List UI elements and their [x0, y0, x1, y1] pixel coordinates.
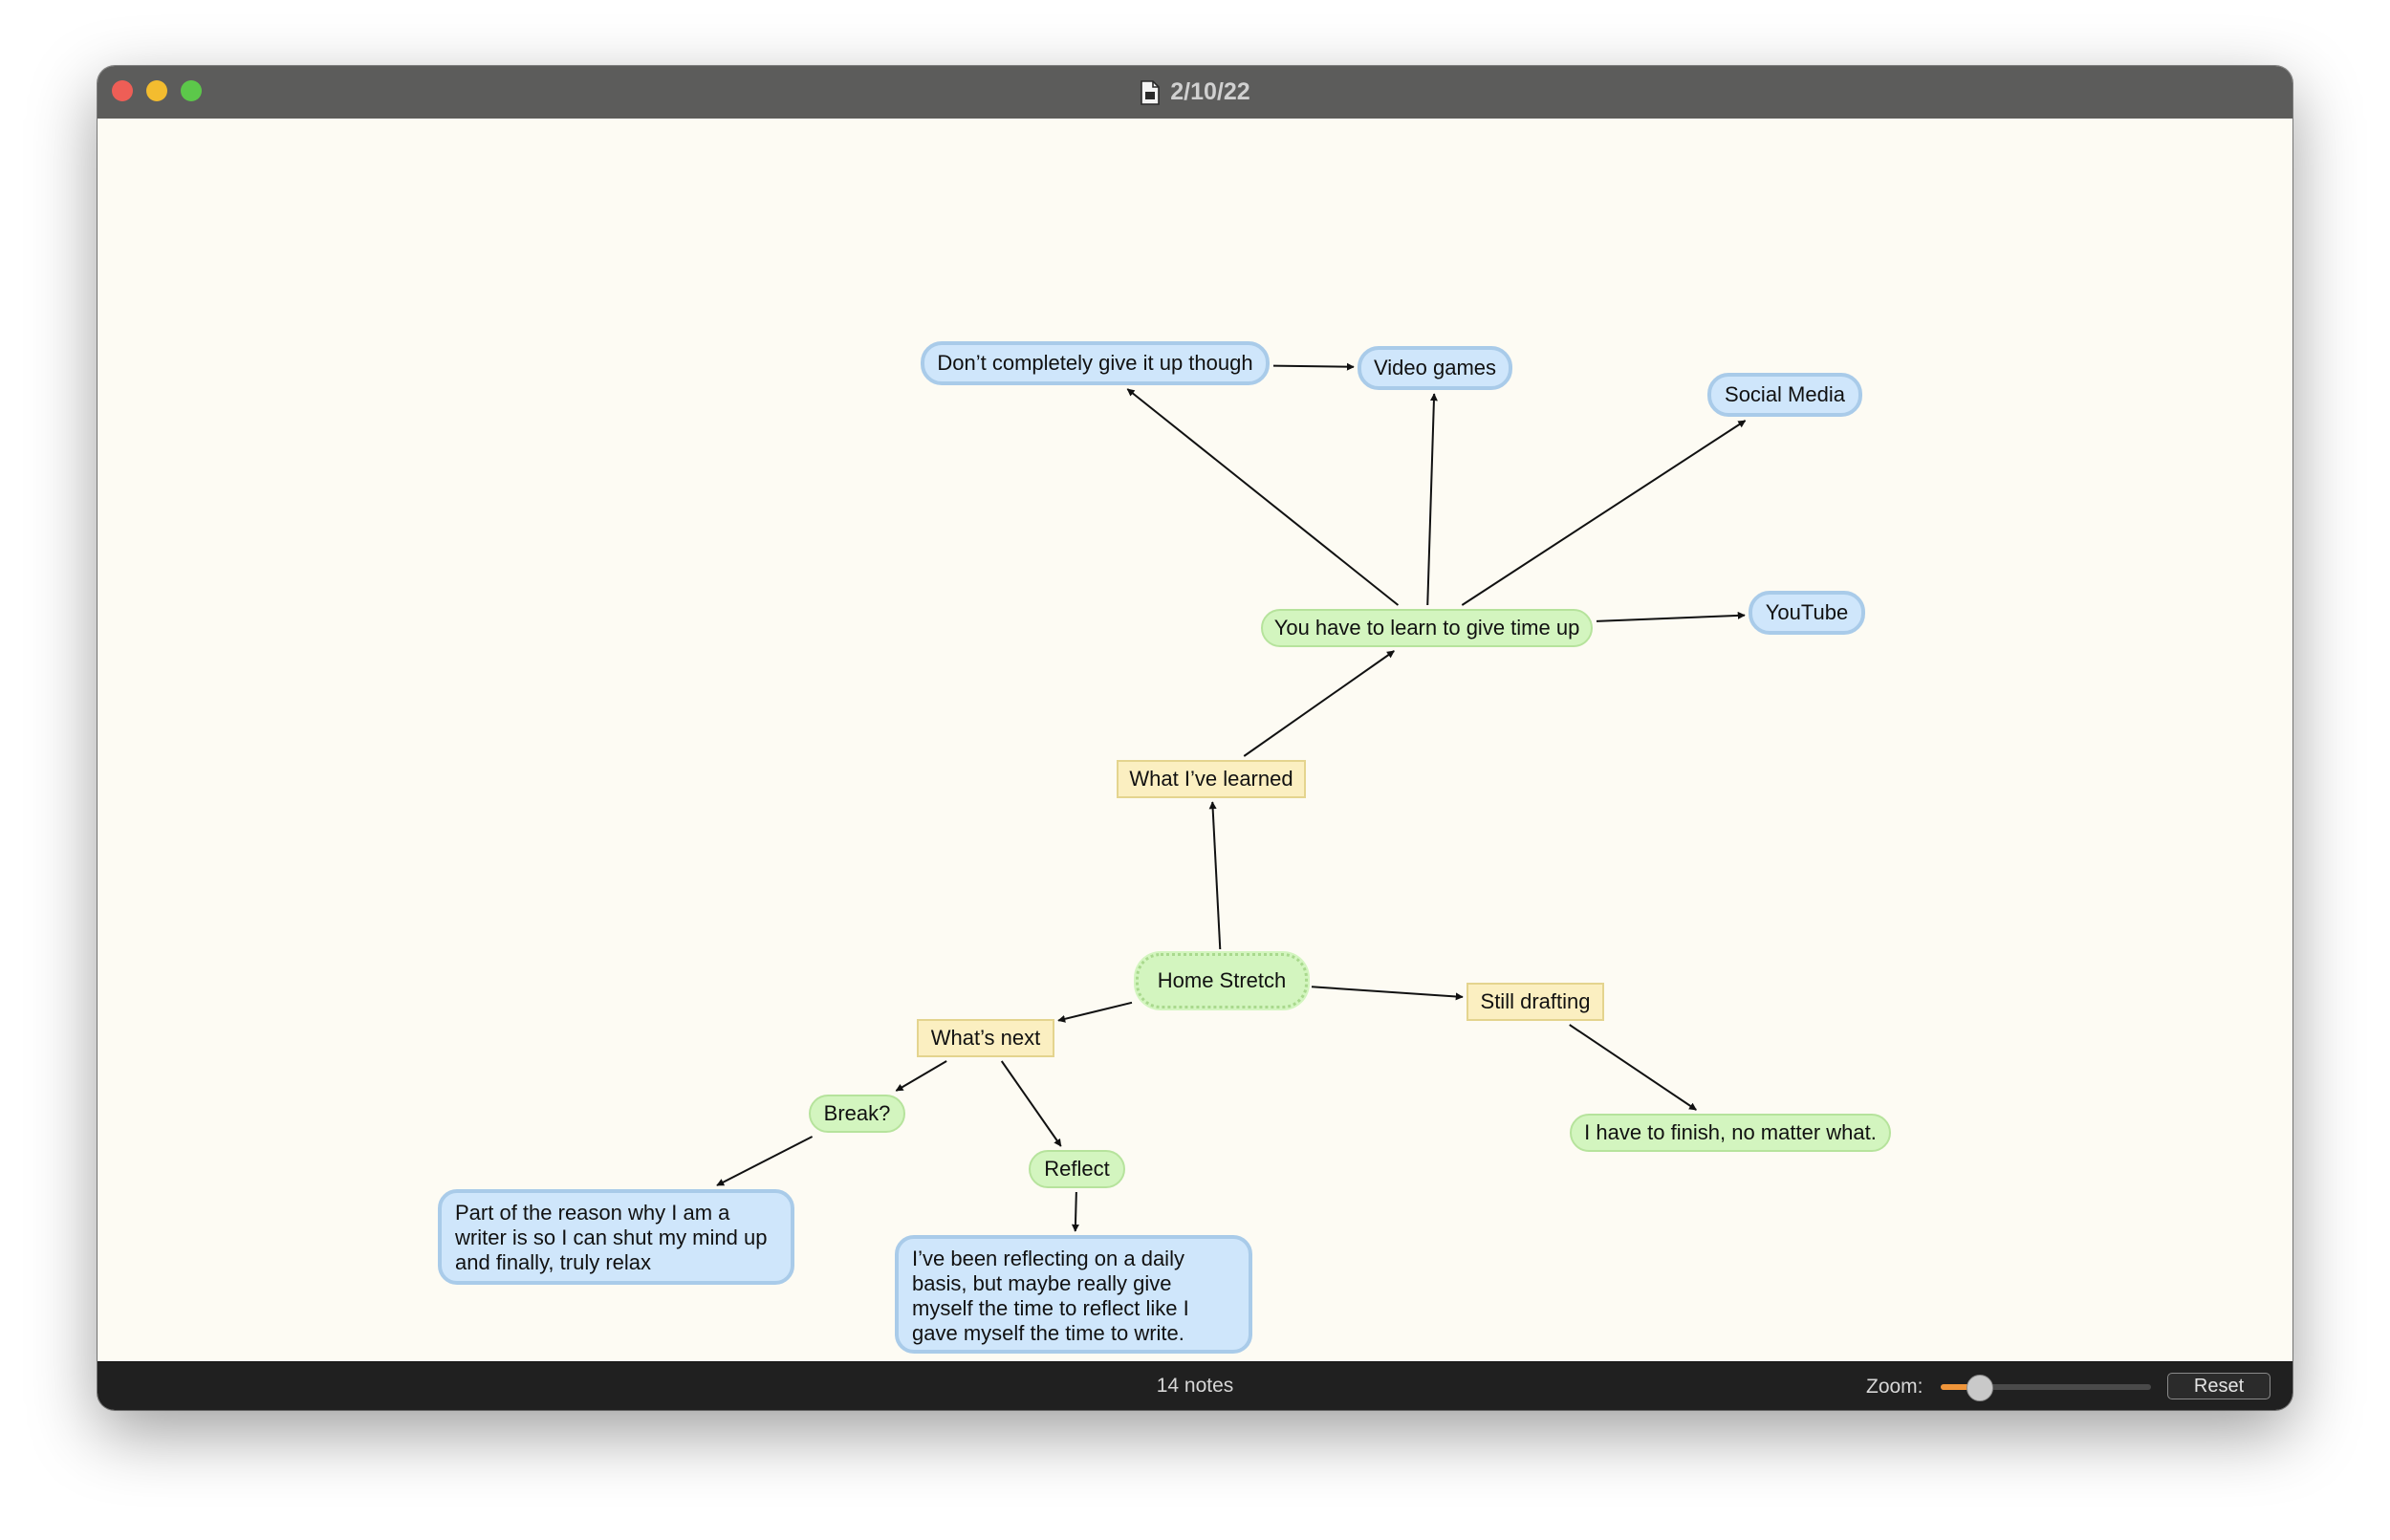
- note-reason-writer[interactable]: Part of the reason why I am a writer is …: [438, 1189, 794, 1285]
- link-break-to-reason-writer[interactable]: [716, 1136, 814, 1186]
- zoom-label: Zoom:: [1866, 1376, 1923, 1398]
- note-whats-next[interactable]: What’s next: [917, 1019, 1054, 1057]
- link-give-time-up-to-dont-give-up[interactable]: [1126, 388, 1400, 606]
- link-what-ive-learned-to-give-time-up[interactable]: [1243, 650, 1395, 757]
- zoom-slider-fill: [1941, 1384, 1979, 1390]
- link-layer: [716, 362, 1747, 1232]
- link-give-time-up-to-social-media[interactable]: [1461, 420, 1747, 606]
- note-social-media[interactable]: Social Media: [1707, 373, 1862, 417]
- note-reflecting-daily[interactable]: I’ve been reflecting on a daily basis, b…: [895, 1235, 1252, 1354]
- concept-map-canvas[interactable]: Home Stretch What I’ve learned You have …: [98, 119, 2292, 1362]
- window-title-area: 2/10/22: [98, 66, 2292, 119]
- link-dont-give-up-to-video-games[interactable]: [1272, 362, 1355, 371]
- note-youtube[interactable]: YouTube: [1749, 591, 1865, 635]
- note-break[interactable]: Break?: [809, 1095, 905, 1133]
- note-dont-give-up[interactable]: Don’t completely give it up though: [921, 341, 1270, 385]
- document-icon: [1141, 79, 1161, 105]
- note-have-to-finish[interactable]: I have to finish, no matter what.: [1570, 1114, 1891, 1152]
- zoom-slider-knob[interactable]: [1966, 1375, 1993, 1401]
- zoom-slider[interactable]: [1941, 1375, 2151, 1401]
- note-video-games[interactable]: Video games: [1358, 346, 1512, 390]
- app-window: 2/10/22 Home Stretch What I’ve learned Y…: [98, 66, 2292, 1410]
- window-title: 2/10/22: [1170, 78, 1250, 105]
- link-give-time-up-to-youtube[interactable]: [1596, 611, 1746, 622]
- link-whats-next-to-break[interactable]: [895, 1060, 947, 1092]
- close-window-button[interactable]: [112, 80, 133, 101]
- note-home-stretch[interactable]: Home Stretch: [1136, 953, 1308, 1009]
- note-what-ive-learned[interactable]: What I’ve learned: [1117, 760, 1306, 798]
- link-home-stretch-to-what-ive-learned[interactable]: [1208, 801, 1222, 950]
- link-home-stretch-to-whats-next[interactable]: [1057, 1001, 1133, 1023]
- link-home-stretch-to-still-drafting[interactable]: [1311, 986, 1464, 1001]
- note-reflect[interactable]: Reflect: [1029, 1150, 1125, 1188]
- title-bar[interactable]: 2/10/22: [98, 66, 2292, 119]
- minimize-window-button[interactable]: [146, 80, 167, 101]
- link-whats-next-to-reflect[interactable]: [1000, 1060, 1062, 1147]
- fullscreen-window-button[interactable]: [181, 80, 202, 101]
- note-give-time-up[interactable]: You have to learn to give time up: [1261, 609, 1593, 647]
- status-bar: 14 notes Zoom: Reset: [98, 1361, 2292, 1410]
- link-still-drafting-to-have-to-finish[interactable]: [1569, 1024, 1697, 1111]
- note-still-drafting[interactable]: Still drafting: [1467, 983, 1604, 1021]
- note-count: 14 notes: [1156, 1375, 1234, 1397]
- reset-zoom-button[interactable]: Reset: [2167, 1373, 2270, 1399]
- link-give-time-up-to-video-games[interactable]: [1426, 393, 1438, 606]
